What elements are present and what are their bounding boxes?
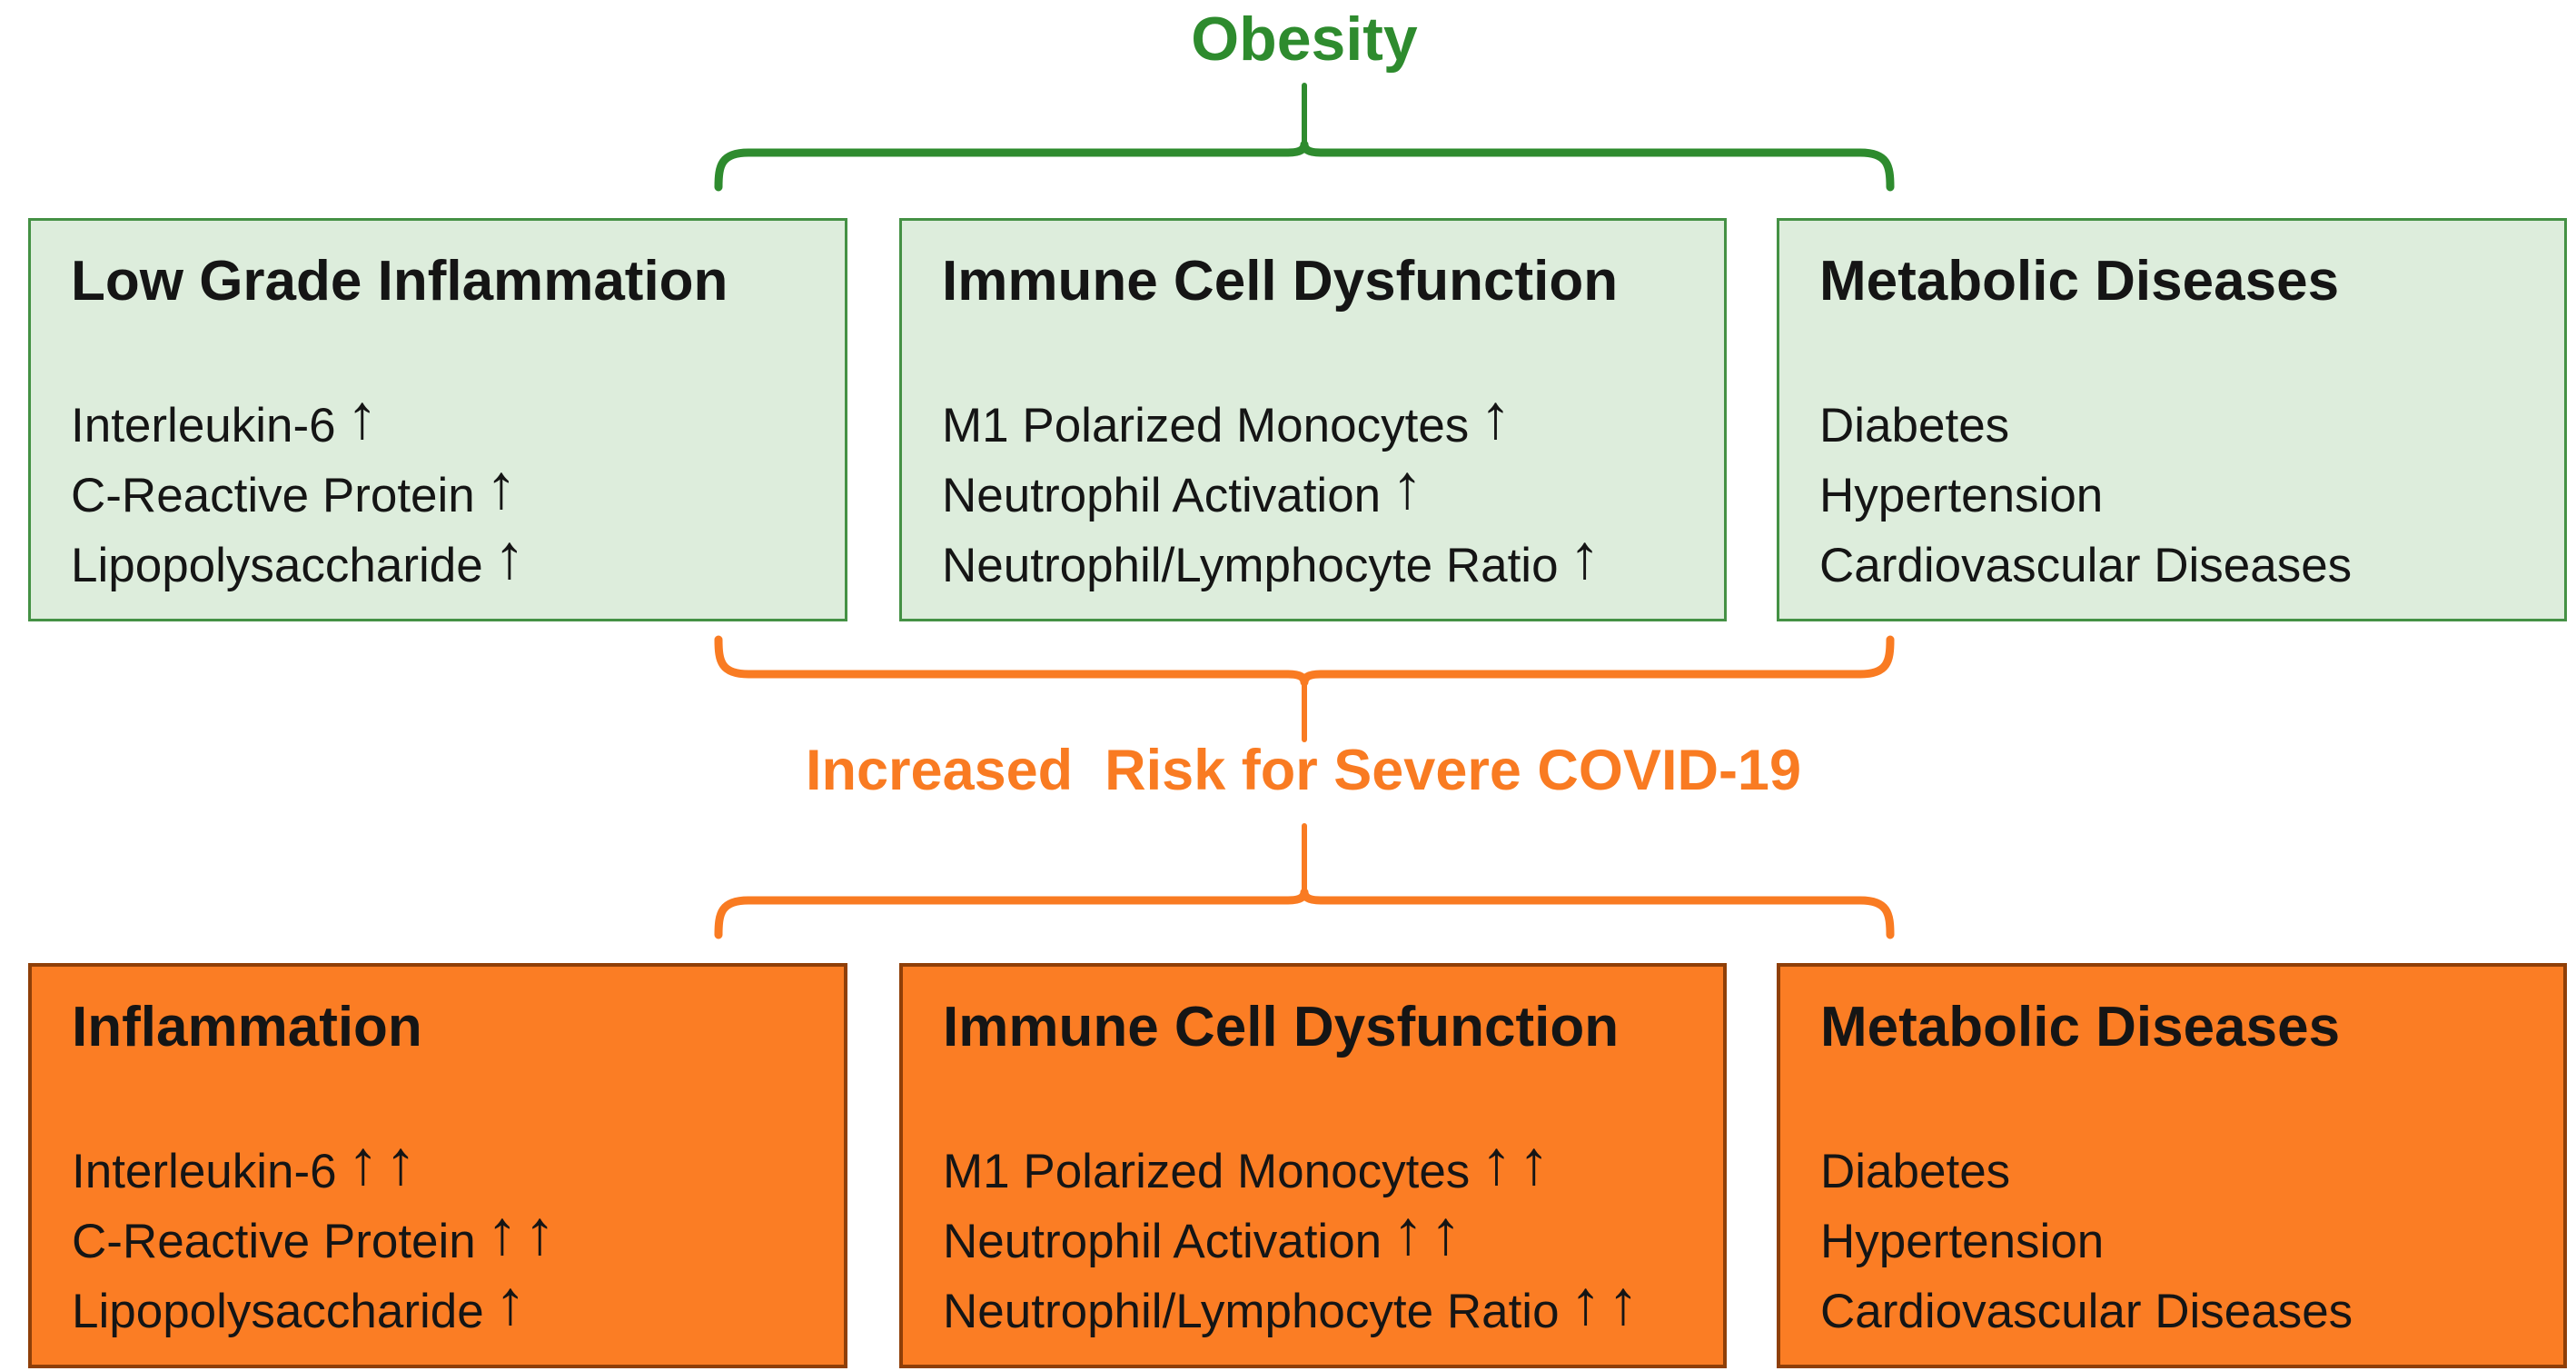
box-item: M1 Polarized Monocytes↑ — [942, 381, 1518, 453]
risk-spread-brace-bar — [714, 888, 1895, 939]
item-label: Lipopolysaccharide — [72, 1285, 484, 1339]
box-item: Interleukin-6↑ — [71, 381, 384, 453]
item-label: C-Reactive Protein — [71, 469, 475, 523]
box-heading: Metabolic Diseases — [1819, 250, 2340, 313]
box-item: Interleukin-6↑↑ — [72, 1127, 423, 1199]
box-item: Neutrophil Activation↑ — [942, 451, 1430, 523]
box-item: Hypertension — [1820, 1207, 2523, 1277]
box-item: Cardiovascular Diseases — [1820, 1277, 2523, 1346]
item-label: Lipopolysaccharide — [71, 539, 483, 593]
box-item: Neutrophil Activation↑↑ — [943, 1197, 1468, 1269]
box-item: C-Reactive Protein↑ — [71, 451, 524, 523]
obesity-title: Obesity — [1191, 5, 1418, 74]
box-item: Diabetes — [1820, 1137, 2523, 1207]
obesity-brace — [714, 83, 1895, 192]
item-label: Neutrophil/Lymphocyte Ratio — [943, 1285, 1560, 1339]
risk-gather-brace — [714, 635, 1895, 742]
box-item-list: M1 Polarized Monocytes↑Neutrophil Activa… — [942, 381, 1684, 601]
item-label: M1 Polarized Monocytes — [943, 1145, 1471, 1199]
risk-spread-brace — [714, 823, 1895, 939]
box-heading: Immune Cell Dysfunction — [943, 996, 1620, 1058]
box-item-list: M1 Polarized Monocytes↑↑Neutrophil Activ… — [943, 1127, 1683, 1346]
item-label: Diabetes — [1819, 399, 2010, 453]
box-item: Lipopolysaccharide↑ — [71, 521, 532, 593]
box-item-list: Interleukin-6↑↑C-Reactive Protein↑↑Lipop… — [72, 1127, 804, 1346]
immune-cell-dysfunction-box-covid: Immune Cell Dysfunction M1 Polarized Mon… — [899, 963, 1727, 1368]
covid-risk-title: Increased Risk for Severe COVID-19 — [805, 739, 1801, 802]
item-label: Hypertension — [1819, 469, 2104, 523]
box-heading: Low Grade Inflammation — [71, 250, 728, 313]
risk-gather-brace-bar — [714, 635, 1895, 687]
box-item: Lipopolysaccharide↑ — [72, 1267, 533, 1339]
box-item: Neutrophil/Lymphocyte Ratio↑ — [942, 521, 1607, 593]
item-label: Interleukin-6 — [72, 1145, 337, 1199]
item-label: M1 Polarized Monocytes — [942, 399, 1470, 453]
item-label: C-Reactive Protein — [72, 1215, 476, 1269]
item-label: Cardiovascular Diseases — [1819, 539, 2353, 593]
box-item: C-Reactive Protein↑↑ — [72, 1197, 562, 1269]
item-label: Cardiovascular Diseases — [1820, 1285, 2353, 1339]
item-label: Neutrophil/Lymphocyte Ratio — [942, 539, 1559, 593]
box-item: Neutrophil/Lymphocyte Ratio↑↑ — [943, 1267, 1646, 1339]
box-item-list: Interleukin-6↑C-Reactive Protein↑Lipopol… — [71, 381, 805, 601]
box-item: Diabetes — [1819, 391, 2524, 461]
box-heading: Inflammation — [72, 996, 422, 1058]
box-heading: Metabolic Diseases — [1820, 996, 2341, 1058]
item-label: Hypertension — [1820, 1215, 2105, 1269]
low-grade-inflammation-box: Low Grade Inflammation Interleukin-6↑C-R… — [28, 218, 847, 621]
item-label: Neutrophil Activation — [943, 1215, 1382, 1269]
immune-cell-dysfunction-box: Immune Cell Dysfunction M1 Polarized Mon… — [899, 218, 1727, 621]
box-item: Cardiovascular Diseases — [1819, 531, 2524, 601]
box-heading: Immune Cell Dysfunction — [942, 250, 1619, 313]
item-label: Interleukin-6 — [71, 399, 336, 453]
item-label: Diabetes — [1820, 1145, 2011, 1199]
inflammation-box: Inflammation Interleukin-6↑↑C-Reactive P… — [28, 963, 847, 1368]
item-label: Neutrophil Activation — [942, 469, 1382, 523]
obesity-brace-bar — [714, 140, 1895, 192]
box-item: M1 Polarized Monocytes↑↑ — [943, 1127, 1556, 1199]
box-item: Hypertension — [1819, 461, 2524, 531]
